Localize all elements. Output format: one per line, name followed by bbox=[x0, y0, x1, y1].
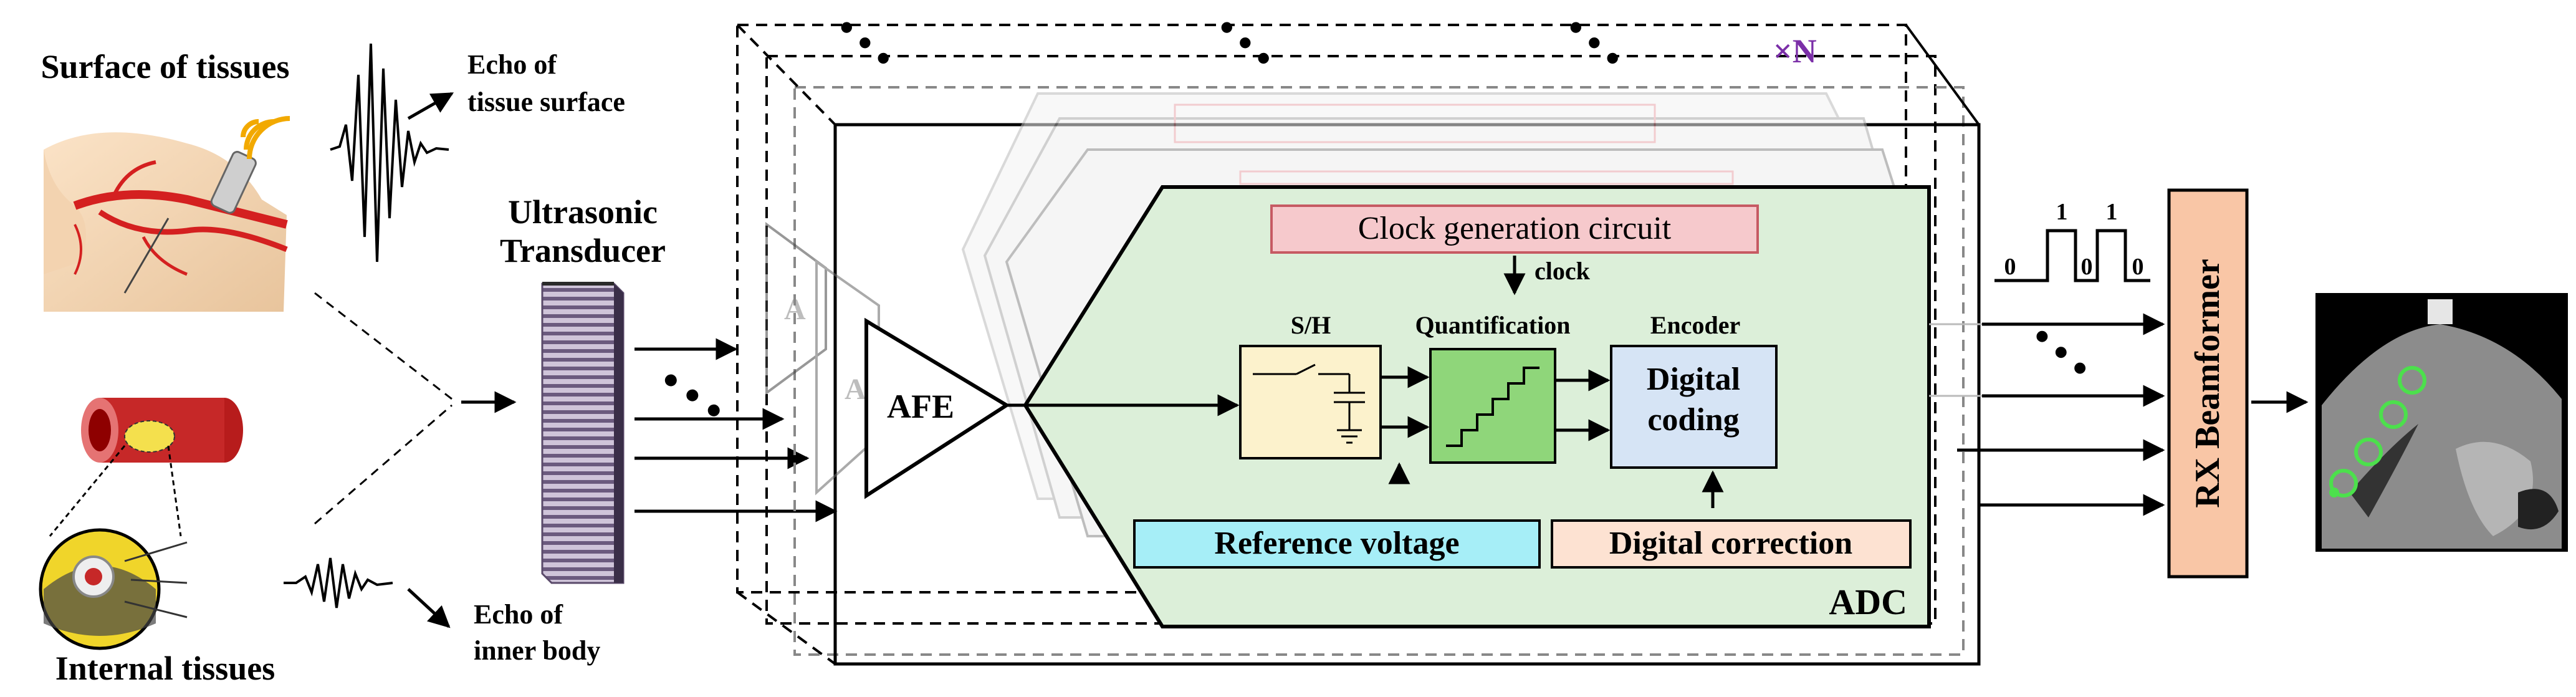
rx-beamformer-label: RX Beamformer bbox=[2188, 259, 2227, 508]
echo-inner-label-line2: inner body bbox=[474, 635, 600, 666]
vessel-cylinder-image bbox=[49, 398, 243, 537]
digital-correction-label: Digital correction bbox=[1609, 526, 1852, 561]
pulse-bit-1b: 1 bbox=[2106, 199, 2118, 225]
clock-generation-box bbox=[1270, 204, 1759, 254]
echo-inner-label-line1: Echo of bbox=[474, 599, 563, 630]
echo-surface-label-line2: tissue surface bbox=[467, 87, 625, 117]
inner-echo-arrow bbox=[407, 588, 451, 628]
face-vessel-image bbox=[41, 97, 290, 315]
transducer-label-line2: Transducer bbox=[500, 232, 666, 269]
rx-beamformer-box bbox=[2167, 188, 2249, 579]
afe-label: AFE bbox=[887, 388, 954, 425]
reference-voltage-box bbox=[1133, 519, 1541, 569]
ghost-afe-label-2: A bbox=[845, 373, 866, 406]
encoder-label: Encoder bbox=[1650, 311, 1740, 339]
sample-hold-switch-icon bbox=[1253, 363, 1365, 444]
transducer-array bbox=[541, 282, 625, 584]
digital-correction-box bbox=[1551, 519, 1912, 569]
sample-hold-label: S/H bbox=[1291, 311, 1331, 339]
staircase-icon bbox=[1446, 367, 1539, 447]
quantification-label: Quantification bbox=[1415, 311, 1571, 339]
dashed-line-upper bbox=[314, 292, 452, 400]
output-arrows bbox=[1929, 313, 2165, 516]
surface-echo-waveform bbox=[330, 43, 449, 262]
clock-signal-label: clock bbox=[1535, 257, 1591, 285]
clock-generation-label: Clock generation circuit bbox=[1358, 211, 1672, 246]
digital-coding-label-line1: Digital bbox=[1647, 362, 1740, 397]
dots-top-3: • • • bbox=[1556, 6, 1632, 79]
pulse-bit-0b: 0 bbox=[2081, 254, 2093, 280]
surface-tissues-label: Surface of tissues bbox=[41, 48, 290, 85]
adc-internal-wiring bbox=[1025, 366, 1724, 508]
vessel-cross-section-image bbox=[39, 528, 188, 650]
ghost-afe-label-1: A bbox=[784, 293, 806, 326]
pulse-bit-0a: 0 bbox=[2004, 254, 2016, 280]
encoder-box bbox=[1610, 345, 1778, 469]
dots-top-2: • • • bbox=[1207, 6, 1283, 79]
inner-echo-waveform bbox=[284, 557, 393, 608]
digital-pulse-waveform bbox=[1994, 229, 2150, 282]
surface-echo-arrow bbox=[407, 92, 454, 120]
internal-tissues-label: Internal tissues bbox=[55, 650, 275, 687]
pulse-bit-1a: 1 bbox=[2056, 199, 2068, 225]
output-dots: • • • bbox=[2022, 315, 2100, 391]
afe-triangle bbox=[864, 317, 1010, 499]
adc-label: ADC bbox=[1829, 582, 1907, 622]
transducer-arrow-dots: • • • bbox=[651, 357, 734, 435]
transducer-label-line1: Ultrasonic bbox=[508, 193, 658, 231]
echo-surface-label-line1: Echo of bbox=[467, 49, 557, 80]
digital-coding-label-line2: coding bbox=[1647, 402, 1739, 438]
dashed-line-lower bbox=[314, 404, 452, 525]
times-n-label: ×N bbox=[1773, 32, 1817, 70]
reference-voltage-label: Reference voltage bbox=[1214, 526, 1459, 561]
pulse-bit-0c: 0 bbox=[2132, 254, 2144, 280]
dots-top-1: • • • bbox=[827, 6, 903, 79]
ultrasound-image bbox=[2315, 293, 2568, 552]
